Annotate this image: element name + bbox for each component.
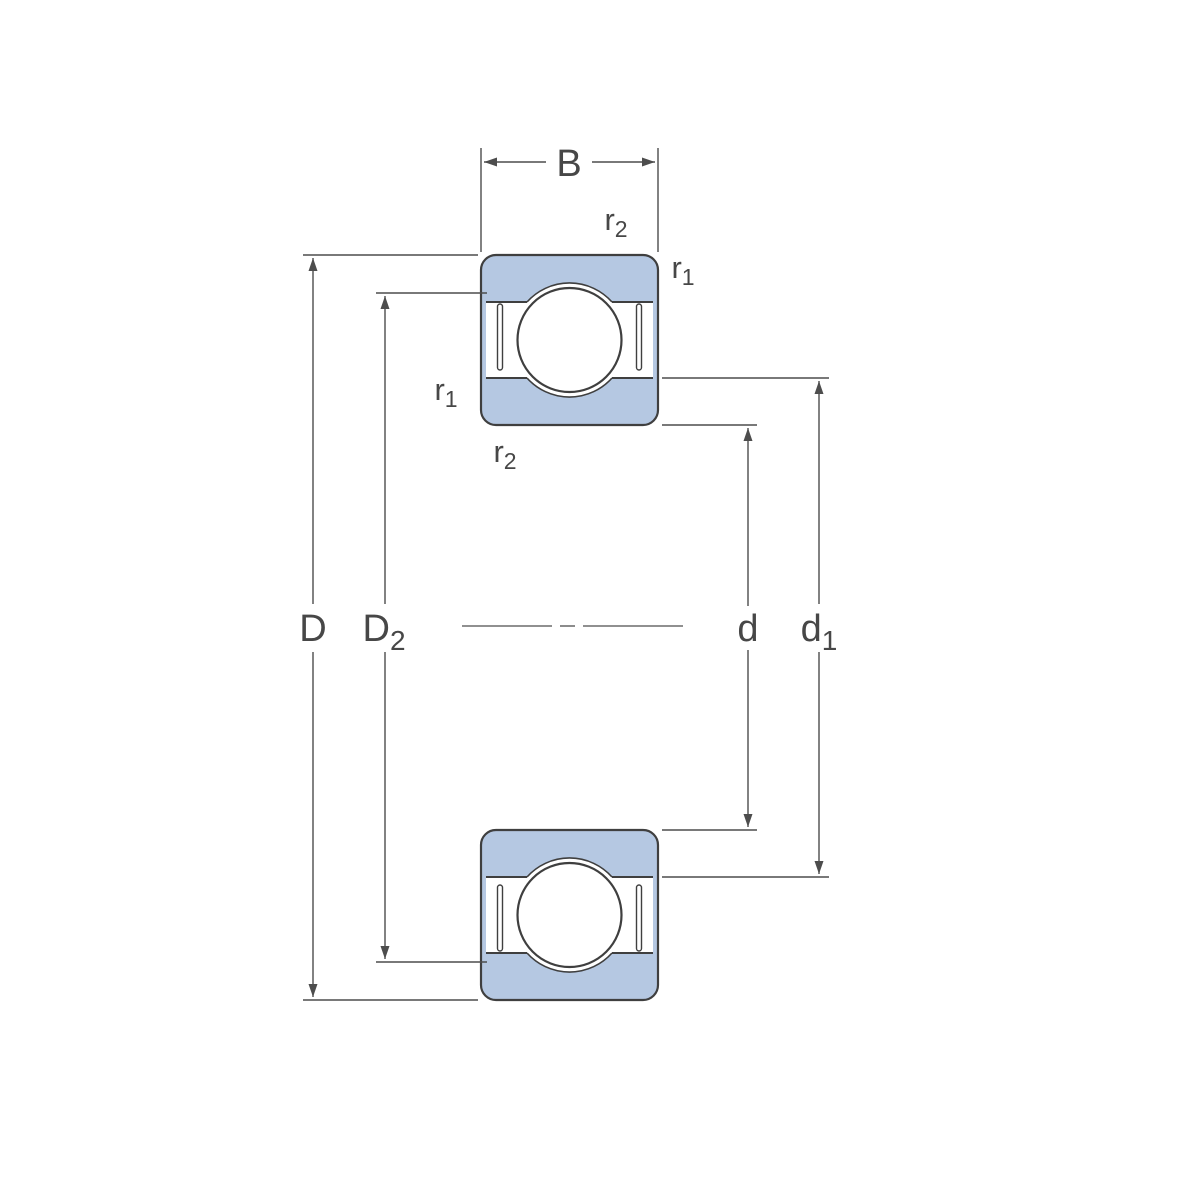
- label-shoulder-diameter-d1: d1: [801, 608, 838, 656]
- label-chamfer-r2-inner: r2: [493, 434, 516, 474]
- ball-top: [516, 286, 623, 394]
- label-main: D: [362, 608, 389, 650]
- ball-bottom: [516, 861, 623, 969]
- shield-left-bottom: [496, 884, 504, 952]
- inner-raceway-arc: [526, 857, 613, 878]
- bearing-cross-section-bottom: [479, 828, 660, 1002]
- shield-left-top: [496, 303, 504, 371]
- label-recess-diameter-D2: D2: [362, 608, 405, 656]
- label-subscript: 1: [682, 264, 695, 290]
- label-subscript: 2: [615, 216, 628, 242]
- dimension-d: d: [662, 424, 759, 831]
- label-main: r: [434, 372, 444, 407]
- label-subscript: 1: [822, 625, 838, 656]
- label-chamfer-r2-top: r2: [604, 202, 627, 242]
- dimension-B: B: [480, 143, 659, 252]
- label-main: d: [801, 608, 822, 650]
- dimension-d1: d1: [662, 377, 838, 878]
- dimension-D: D: [299, 254, 478, 1001]
- bearing-cross-section-top: [479, 253, 660, 427]
- outer-raceway-arc: [526, 282, 613, 303]
- label-subscript: 2: [390, 625, 406, 656]
- outer-raceway-arc: [526, 952, 613, 973]
- shield-right-bottom: [635, 884, 643, 952]
- label-main: r: [493, 434, 503, 469]
- label-main: r: [671, 250, 681, 285]
- label-subscript: 2: [504, 448, 517, 474]
- shield-right-top: [635, 303, 643, 371]
- label-main: r: [604, 202, 614, 237]
- label-chamfer-r1-inner: r1: [434, 372, 457, 412]
- label-chamfer-r1-top: r1: [671, 250, 694, 290]
- label-width-B: B: [556, 143, 581, 185]
- dimension-D2: D2: [362, 292, 487, 963]
- inner-raceway-arc: [526, 377, 613, 398]
- label-subscript: 1: [445, 386, 458, 412]
- label-outer-diameter-D: D: [299, 608, 326, 650]
- label-bore-diameter-d: d: [737, 608, 758, 650]
